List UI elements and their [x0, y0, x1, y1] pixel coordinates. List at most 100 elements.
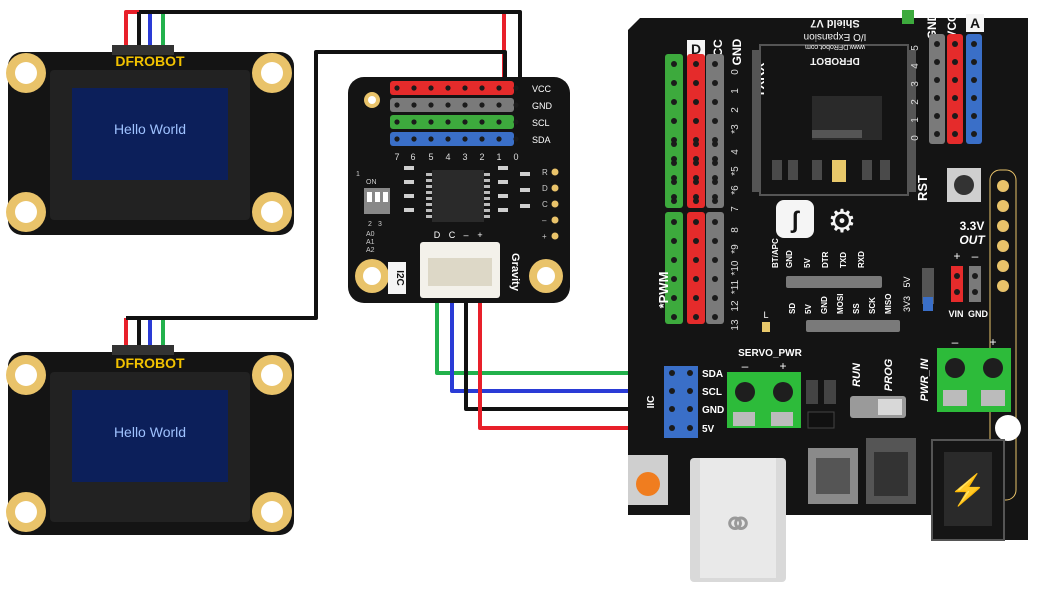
hub-addr-a2: A2 [366, 247, 375, 254]
shield-pin-number: *3 [730, 124, 741, 134]
svg-text:+: + [953, 249, 960, 263]
hub-header-rows [390, 81, 514, 146]
shield-pin-number: 12 [730, 300, 741, 312]
shield-bt-label: DTR [821, 251, 830, 268]
shield-analog-vcc: VCC [945, 13, 959, 39]
shield-bt-label: RXD [857, 251, 866, 268]
shield-3v3-out-voltage: 3.3V [960, 219, 985, 233]
shield-pwr-in-label: PWR_IN [919, 358, 931, 402]
shield-vin-gnd-label: GND [968, 309, 989, 319]
shield-spi-label: SCK [868, 297, 877, 314]
hub-mux-chip [432, 170, 484, 222]
shield-pin-number: 2 [730, 107, 741, 113]
shield-vin-label: VIN [948, 309, 963, 319]
shield-website: www.DFRobot.com [805, 43, 866, 50]
usb-icon: ⚭ [721, 503, 755, 547]
hub-gravity-label: Gravity [509, 253, 521, 292]
oled-top-brand: DFROBOT [115, 53, 185, 69]
shield-iic-sda: SDA [702, 369, 723, 380]
wire-hub-scl [450, 298, 672, 393]
shield-iic-gnd: GND [702, 405, 724, 416]
shield-pin-number: *9 [730, 244, 741, 254]
shield-pin-number: *5 [730, 166, 741, 176]
hub-addr-a1: A1 [366, 239, 375, 246]
shield-5v-label: 5V [902, 276, 912, 287]
svg-text:+: + [989, 335, 996, 349]
hub-dip-num-3: 3 [378, 221, 382, 228]
shield-pin-number: 8 [730, 227, 741, 233]
hub-port-0: 0 [513, 152, 518, 162]
shield-3v3-label: 3V3 [902, 296, 912, 312]
hub-port-1: 1 [496, 152, 501, 162]
oled-module-bottom: DFROBOT Hello World [6, 345, 294, 535]
hub-side-c: C [542, 200, 548, 209]
wire-hub-gnd [464, 298, 672, 411]
svg-text:ʃ: ʃ [790, 207, 800, 234]
hub-side-plus: + [542, 232, 547, 241]
shield-bt-label: TXD [839, 252, 848, 268]
shield-l-led-label: L [763, 310, 768, 320]
shield-analog-header: A [970, 15, 980, 31]
hub-conn-d: D [434, 230, 441, 240]
shield-analog-pin-number: 4 [910, 63, 921, 69]
hub-rail-gnd: GND [532, 101, 553, 111]
hub-conn-minus: – [463, 230, 468, 240]
shield-pin-number: 4 [730, 149, 741, 155]
shield-bt-label: GND [785, 250, 794, 268]
shield-iic-scl: SCL [702, 387, 722, 398]
shield-spi-label: GND [820, 296, 829, 314]
svg-text:+: + [779, 359, 786, 373]
hub-i2c-label: I2C [394, 270, 405, 286]
hub-side-r: R [542, 168, 548, 177]
shield-pin-number: 13 [730, 319, 741, 331]
lightning-icon: ⚡ [949, 472, 986, 508]
shield-pin-number: 7 [730, 206, 741, 212]
svg-text:–: – [952, 335, 959, 349]
shield-pin-number: *10 [730, 260, 741, 275]
hub-port-2: 2 [479, 152, 484, 162]
svg-text:–: – [972, 249, 979, 263]
shield-iic-label: IIC [646, 396, 657, 409]
shield-analog-pin-number: 1 [910, 117, 921, 123]
hub-dip-num-2: 2 [368, 221, 372, 228]
wire-hub-5v [478, 298, 672, 430]
wire-hub-sda [435, 298, 672, 375]
shield-analog-pin-number: 2 [910, 99, 921, 105]
shield-header-d: D [691, 41, 701, 57]
shield-iic-header[interactable] [664, 366, 698, 438]
shield-spi-label: SD [788, 303, 797, 314]
shield-spi-label: MISO [884, 294, 893, 314]
i2c-hub: VCC GND SCL SDA 7 6 5 4 3 2 1 0 [348, 77, 570, 303]
hub-conn-c: C [449, 230, 456, 240]
shield-oshw-gear-icon: ⚙ [828, 203, 857, 239]
hub-rail-sda: SDA [532, 135, 551, 145]
hub-port-5: 5 [428, 152, 433, 162]
hub-port-6: 6 [410, 152, 415, 162]
hub-conn-plus: + [477, 230, 482, 240]
shield-title-io: I/O Expansion [804, 31, 867, 42]
shield-spi-label: 5V [804, 304, 813, 314]
hub-rail-scl: SCL [532, 118, 550, 128]
hub-side-minus: – [542, 216, 547, 225]
shield-pwm-label: *PWM [656, 272, 671, 309]
shield-analog-pin-number: 5 [910, 45, 921, 51]
shield-spi-label: MOSI [836, 294, 845, 314]
shield-pin-number: 0 [730, 69, 741, 75]
shield-header-gnd: GND [730, 38, 744, 65]
shield-orange-button[interactable] [636, 472, 660, 496]
shield-pin-number: *11 [730, 279, 741, 294]
oled-top-screen-text: Hello World [114, 121, 186, 137]
shield-prog-label: PROG [883, 358, 895, 391]
shield-3v3-out-word: OUT [959, 233, 986, 247]
svg-text:–: – [742, 359, 749, 373]
shield-pin-number: *6 [730, 185, 741, 195]
oled-module-top: DFROBOT Hello World [6, 45, 294, 235]
shield-analog-pin-number: 0 [910, 135, 921, 141]
shield-brand: DFROBOT [810, 55, 859, 66]
hub-dip-on: ON [366, 179, 377, 186]
hub-addr-a0: A0 [366, 231, 375, 238]
hub-rail-vcc: VCC [532, 84, 552, 94]
shield-run-label: RUN [851, 362, 863, 387]
